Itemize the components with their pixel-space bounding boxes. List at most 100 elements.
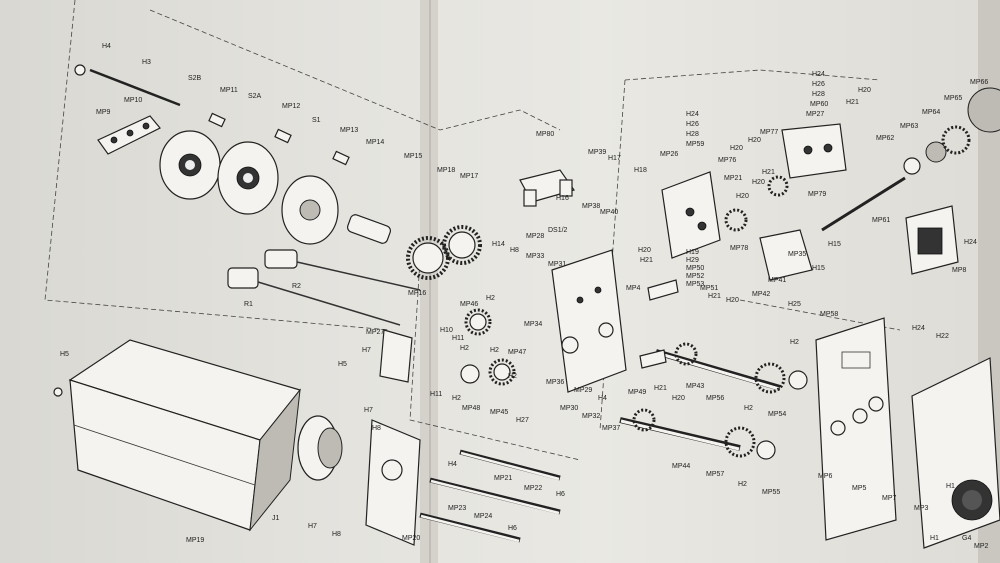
gear-mp48 [460, 364, 480, 384]
part-label-h5: H5 [338, 361, 347, 368]
part-label-mp43: MP43 [686, 383, 704, 390]
gear-mp46 [464, 308, 492, 336]
part-label-mp18: MP18 [437, 167, 455, 174]
part-label-mp27: MP27 [806, 111, 824, 118]
part-label-mp53: MP53 [686, 281, 704, 288]
part-label-mp44: MP44 [672, 463, 690, 470]
dashed-boundary-lower [409, 259, 581, 461]
part-label-h2: H2 [460, 345, 469, 352]
part-label-h1: H1 [930, 535, 939, 542]
bracket-mp27 [379, 329, 413, 383]
part-label-mp37: MP37 [602, 425, 620, 432]
part-label-mp11: MP11 [220, 87, 238, 94]
part-label-mp20: MP20 [402, 535, 420, 542]
cover-mp3 [911, 357, 1000, 549]
part-label-mp40: MP40 [600, 209, 618, 216]
part-label-mp76: MP76 [718, 157, 736, 164]
part-label-mp64: MP64 [922, 109, 940, 116]
part-label-h8: H8 [510, 247, 519, 254]
panel-mp5 [815, 317, 897, 541]
part-label-mp46: MP46 [460, 301, 478, 308]
part-label-mp26: MP26 [660, 151, 678, 158]
part-label-h21: H21 [640, 257, 653, 264]
nut-h4 [74, 64, 86, 76]
part-label-mp6: MP6 [818, 473, 833, 480]
part-label-mp9: MP9 [96, 109, 111, 116]
part-label-h7: H7 [362, 347, 371, 354]
part-label-mp59: MP59 [686, 141, 704, 148]
plate-mp4 [551, 249, 627, 393]
part-label-h7: H7 [364, 407, 373, 414]
spacer-mp11 [208, 112, 226, 128]
part-label-h2: H2 [744, 405, 753, 412]
dashed-boundary-top-right [624, 69, 881, 81]
part-label-mp3: MP3 [914, 505, 929, 512]
part-label-h21: H21 [762, 169, 775, 176]
part-label-h20: H20 [858, 87, 871, 94]
part-label-h19: H19 [686, 249, 699, 256]
part-label-mp10: MP10 [124, 97, 142, 104]
gear-mp18 [406, 236, 450, 280]
block-mp27-right [781, 123, 847, 179]
part-label-mp41: MP41 [768, 277, 786, 284]
dashed-boundary-top [149, 9, 561, 131]
part-label-mp78: MP78 [730, 245, 748, 252]
part-label-mp45: MP45 [490, 409, 508, 416]
part-label-h21: H21 [846, 99, 859, 106]
shaft-mp61 [821, 176, 906, 232]
part-label-mp29: MP29 [574, 387, 592, 394]
part-label-h18: H18 [634, 167, 647, 174]
dashed-boundary-left [44, 0, 391, 331]
part-label-mp63: MP63 [900, 123, 918, 130]
hub-mp54 [788, 370, 808, 390]
part-label-mp22: MP22 [524, 485, 542, 492]
part-label-h2: H2 [452, 395, 461, 402]
part-label-mp47: MP47 [508, 349, 526, 356]
part-label-h3: H3 [142, 59, 151, 66]
spacer-mp12 [274, 128, 292, 144]
part-label-h24: H24 [812, 71, 825, 78]
part-label-mp27: MP27 [366, 329, 384, 336]
part-label-h21: H21 [654, 385, 667, 392]
part-label-mp7: MP7 [882, 495, 897, 502]
part-label-mp31: MP31 [548, 261, 566, 268]
gear-mp57 [724, 426, 756, 458]
part-label-mp52: MP52 [686, 273, 704, 280]
part-label-mp8: MP8 [952, 267, 967, 274]
part-label-h2: H2 [508, 373, 517, 380]
part-label-h26: H26 [812, 81, 825, 88]
bushing-mp14 [346, 214, 392, 244]
housing-mp19-side [249, 388, 301, 532]
part-label-h24: H24 [686, 111, 699, 118]
part-label-h28: H28 [686, 131, 699, 138]
part-label-mp48: MP48 [462, 405, 480, 412]
part-label-j1: J1 [272, 515, 280, 522]
part-label-mp34: MP34 [524, 321, 542, 328]
part-label-mp61: MP61 [872, 217, 890, 224]
part-label-mp50: MP50 [686, 265, 704, 272]
part-label-h24: H24 [912, 325, 925, 332]
part-label-mp15: MP15 [404, 153, 422, 160]
washer-mp63 [903, 157, 921, 175]
part-label-h20: H20 [752, 179, 765, 186]
part-label-h8: H8 [332, 531, 341, 538]
part-label-mp21: MP21 [724, 175, 742, 182]
part-label-h20: H20 [672, 395, 685, 402]
part-label-h4: H4 [448, 461, 457, 468]
gear-mp56 [754, 362, 786, 394]
gear-mp79 [767, 175, 789, 197]
part-label-mp39: MP39 [588, 149, 606, 156]
part-label-h2: H2 [490, 347, 499, 354]
part-label-h2: H2 [738, 481, 747, 488]
resistor-r1 [227, 267, 259, 289]
plate-mp20 [365, 419, 421, 546]
part-label-h15: H15 [828, 241, 841, 248]
dashed-boundary-right [739, 299, 901, 331]
part-label-mp54: MP54 [768, 411, 786, 418]
page-fold [420, 0, 438, 563]
part-label-mp4: MP4 [626, 285, 641, 292]
part-label-h2: H2 [790, 339, 799, 346]
part-label-h4: H4 [598, 395, 607, 402]
spacer-mp13 [332, 150, 350, 166]
